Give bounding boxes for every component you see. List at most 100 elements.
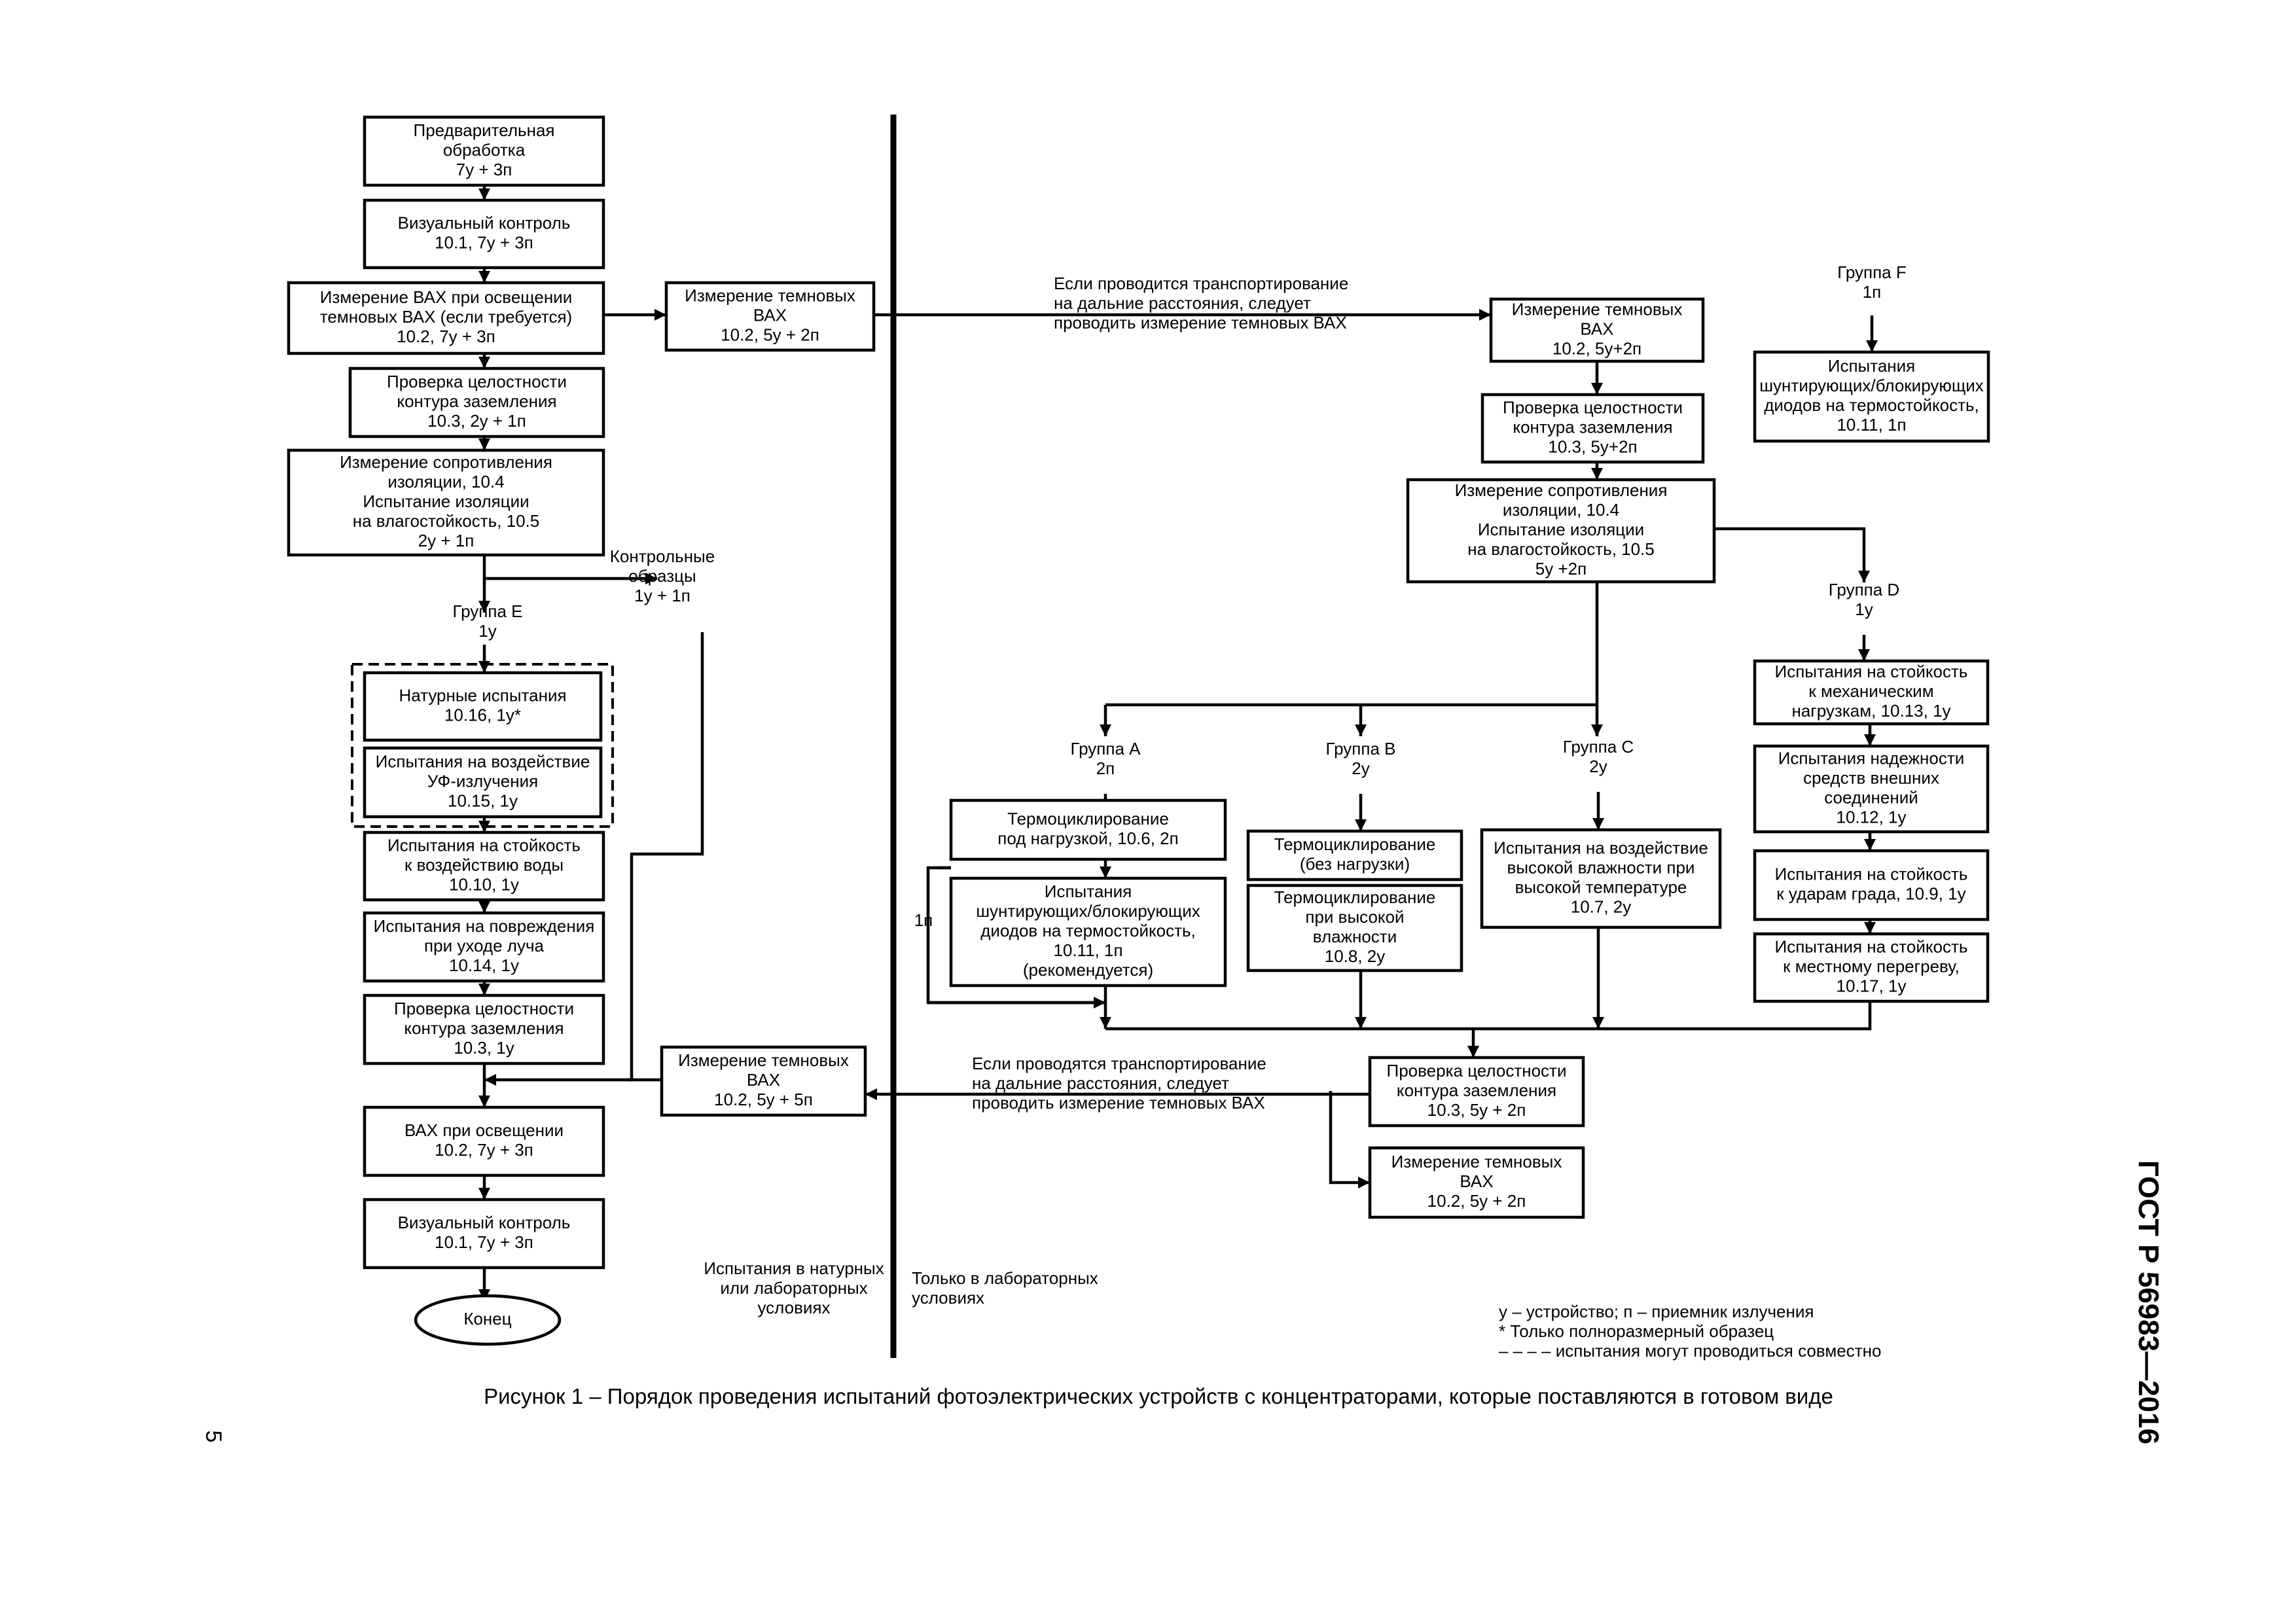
box-text-b-visual1: 10.1, 7у + 3п xyxy=(435,232,533,252)
box-text-b-term: 10.12, 1у xyxy=(1837,807,1907,827)
process-box-b-mech xyxy=(1753,659,1990,726)
label-transport-bottom: Если проводятся транспортирование xyxy=(972,1054,1266,1073)
label-control: образцы xyxy=(628,566,696,586)
label-group-a: 2п xyxy=(1096,758,1115,778)
label-group-d: 1у xyxy=(1855,599,1873,619)
box-text-b-dark-r2: ВАХ xyxy=(1460,1171,1493,1191)
label-transport-bottom: на дальние расстояния, следует xyxy=(972,1073,1229,1093)
process-box-b-ground1 xyxy=(348,366,605,438)
box-text-b-diodes-f: шунтирующих/блокирующих xyxy=(1759,376,1984,395)
label-transport-top: проводить измерение темновых ВАХ xyxy=(1054,313,1347,332)
label-legend-dash: – – – – испытания могут проводиться совм… xyxy=(1499,1341,1881,1361)
box-text-b-insul-r: Измерение сопротивления xyxy=(1455,480,1668,500)
box-text-b-diodes-a: диодов на термостойкость, xyxy=(980,921,1196,940)
label-group-f: Группа F xyxy=(1837,262,1907,282)
process-box-b-dark-top xyxy=(664,281,876,352)
process-box-b-hail xyxy=(1753,849,1990,921)
box-text-b-vax-light: Измерение ВАХ при освещении xyxy=(320,287,573,307)
label-zone-right: Только в лабораторных xyxy=(912,1268,1098,1288)
box-text-b-insul1: 2у + 1п xyxy=(418,531,475,550)
box-text-b-ground2: 10.3, 1у xyxy=(454,1038,514,1058)
box-text-b-visual1: Визуальный контроль xyxy=(398,213,571,232)
label-zone-left: Испытания в натурных xyxy=(704,1258,884,1278)
label-group-f: 1п xyxy=(1863,282,1882,302)
connector-line xyxy=(1714,527,1870,582)
box-text-b-hotspot: к местному перегреву, xyxy=(1783,956,1960,976)
box-text-b-dark-mid: Измерение темновых xyxy=(678,1050,849,1070)
box-text-b-vax-final: ВАХ при освещении xyxy=(404,1120,564,1140)
box-text-b-water: к воздействию воды xyxy=(404,855,564,874)
label-group-d: Группа D xyxy=(1829,580,1899,599)
process-box-b-ground-r1 xyxy=(1480,393,1705,464)
box-text-b-ground2: Проверка целостности xyxy=(394,999,574,1018)
process-box-b-beam xyxy=(363,911,605,983)
label-zone-left: или лабораторных xyxy=(720,1278,867,1298)
box-text-b-prelim: Предварительная xyxy=(414,120,555,140)
process-box-b-vax-final xyxy=(363,1105,605,1177)
label-legend-units: у – устройство; п – приемник излучения xyxy=(1499,1302,1814,1321)
label-loop-1p: 1п xyxy=(914,910,933,930)
process-box-b-tc-humid xyxy=(1246,883,1463,972)
box-text-b-dark-top: Измерение темновых xyxy=(685,285,855,305)
label-zone-right: условиях xyxy=(912,1288,984,1308)
box-text-b-tc-noload: (без нагрузки) xyxy=(1300,854,1410,874)
box-text-b-ground1: 10.3, 2у + 1п xyxy=(427,411,526,431)
box-text-b-dark-mid: ВАХ xyxy=(747,1070,780,1090)
process-box-b-tc-noload xyxy=(1246,829,1463,882)
process-box-b-ground-r2 xyxy=(1368,1056,1585,1128)
box-text-b-uv: УФ-излучения xyxy=(427,771,538,791)
box-text-b-hail: к ударам града, 10.9, 1у xyxy=(1776,883,1965,903)
process-box-b-insul-r xyxy=(1406,478,1716,584)
label-group-a: Группа A xyxy=(1071,739,1141,758)
process-box-b-natur xyxy=(363,671,603,742)
box-text-b-insul-r: изоляции, 10.4 xyxy=(1503,500,1619,520)
box-text-b-hail: Испытания на стойкость xyxy=(1775,864,1968,883)
box-text-b-dark-r1: ВАХ xyxy=(1580,319,1613,338)
process-box-b-tc-load xyxy=(949,798,1227,861)
box-text-b-insul1: Измерение сопротивления xyxy=(340,452,552,472)
process-box-b-dark-mid xyxy=(660,1045,867,1117)
box-text-b-hotspot: Испытания на стойкость xyxy=(1775,936,1968,956)
box-text-b-dark-mid: 10.2, 5у + 5п xyxy=(714,1090,813,1109)
box-text-b-ground2: контура заземления xyxy=(404,1018,564,1038)
process-box-b-diodes-a xyxy=(949,876,1227,988)
box-text-b-natur: 10.16, 1у* xyxy=(444,705,521,724)
box-text-b-tc-noload: Термоциклирование xyxy=(1274,834,1436,854)
box-text-b-tc-humid: Термоциклирование xyxy=(1274,887,1436,907)
box-text-b-diodes-a: 10.11, 1п xyxy=(1053,940,1122,960)
label-group-e: Группа E xyxy=(453,601,523,621)
box-text-b-insul-r: 5у +2п xyxy=(1535,559,1587,579)
box-text-b-insul1: на влагостойкость, 10.5 xyxy=(353,511,540,531)
label-transport-top: Если проводится транспортирование xyxy=(1054,274,1348,293)
box-text-b-dark-r1: Измерение темновых xyxy=(1512,299,1683,319)
box-text-b-damp-heat: Испытания на воздействие xyxy=(1494,838,1708,857)
figure-caption: Рисунок 1 – Порядок проведения испытаний… xyxy=(484,1384,1833,1408)
box-text-b-diodes-a: Испытания xyxy=(1045,882,1132,901)
label-control: 1у + 1п xyxy=(634,586,691,605)
box-text-b-diodes-a: (рекомендуется) xyxy=(1023,960,1153,980)
box-text-b-prelim: 7у + 3п xyxy=(456,160,512,179)
box-text-b-ground-r1: 10.3, 5у+2п xyxy=(1548,437,1637,456)
box-text-b-ground-r1: контура заземления xyxy=(1513,417,1672,437)
box-text-b-term: соединений xyxy=(1824,787,1918,807)
box-text-b-water: Испытания на стойкость xyxy=(387,835,581,855)
box-text-b-uv: Испытания на воздействие xyxy=(376,751,590,771)
connector-line xyxy=(1105,1001,1872,1031)
box-text-b-vax-light: темновых ВАХ (если требуется) xyxy=(320,307,572,327)
box-text-b-tc-humid: влажности xyxy=(1313,927,1397,946)
box-text-b-diodes-f: 10.11, 1п xyxy=(1837,415,1906,435)
connector-line xyxy=(1329,1091,1370,1188)
box-text-b-term: средств внешних xyxy=(1803,768,1939,787)
label-group-e: 1у xyxy=(478,621,496,641)
connector-lines xyxy=(351,185,1878,1301)
label-group-b: 2у xyxy=(1352,758,1369,778)
box-text-b-damp-heat: высокой влажности при xyxy=(1507,857,1695,877)
box-text-b-mech: нагрузкам, 10.13, 1у xyxy=(1791,701,1950,721)
box-text-b-tc-load: под нагрузкой, 10.6, 2п xyxy=(997,829,1178,848)
box-text-b-dark-r1: 10.2, 5у+2п xyxy=(1552,338,1641,358)
box-text-b-mech: к механическим xyxy=(1808,681,1933,701)
process-box-b-insul1 xyxy=(287,448,605,557)
box-text-b-mech: Испытания на стойкость xyxy=(1775,662,1968,681)
box-text-b-damp-heat: высокой температуре xyxy=(1515,877,1687,897)
